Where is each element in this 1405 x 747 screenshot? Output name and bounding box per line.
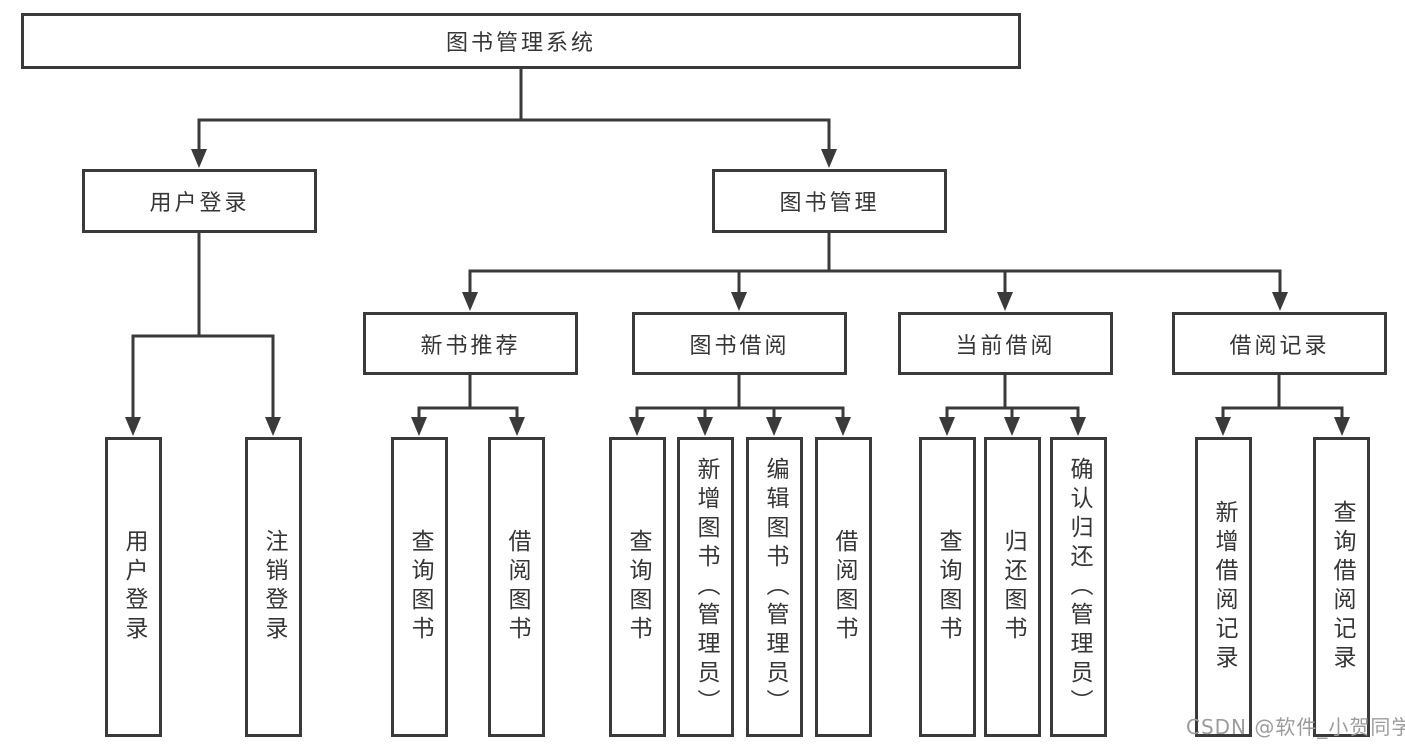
leaf-label: 归还图书 [1000, 529, 1026, 645]
leaf-cb-query-books: 查询图书 [919, 437, 976, 737]
node-root-label: 图书管理系统 [445, 31, 596, 56]
leaf-label: 新增借阅记录 [1211, 500, 1237, 674]
node-book-borrow-label: 图书借阅 [689, 333, 790, 359]
node-new-book-recommend: 新书推荐 [363, 312, 578, 375]
node-borrow-records: 借阅记录 [1172, 312, 1387, 375]
arrow-icon [462, 292, 478, 311]
connector-borrow-records [1221, 375, 1344, 420]
node-book-management: 图书管理 [712, 169, 947, 233]
arrow-icon [731, 292, 747, 311]
leaf-cb-return-books: 归还图书 [984, 437, 1041, 737]
leaf-label: 查询图书 [935, 529, 961, 645]
node-borrow-records-label: 借阅记录 [1229, 333, 1330, 359]
leaf-label: 注销登录 [261, 529, 287, 645]
arrow-icon [1272, 292, 1288, 311]
leaf-nb-borrow-books: 借阅图书 [488, 437, 545, 737]
arrow-icon [835, 417, 851, 436]
arrow-icon [265, 417, 281, 436]
connector-book-borrow [635, 375, 845, 420]
arrow-icon [1070, 417, 1086, 436]
arrow-icon [125, 417, 141, 436]
arrow-icon [939, 417, 955, 436]
node-root: 图书管理系统 [21, 13, 1021, 69]
leaf-label: 借阅图书 [831, 529, 857, 645]
connector-book-mgmt [468, 233, 1282, 294]
leaf-label: 新增图书（管理员） [693, 456, 719, 718]
leaf-label: 用户登录 [121, 529, 147, 645]
node-current-borrow: 当前借阅 [898, 312, 1113, 375]
node-book-borrow: 图书借阅 [632, 312, 847, 375]
arrow-icon [411, 417, 427, 436]
leaf-label: 确认归还（管理员） [1066, 456, 1092, 718]
leaf-bb-add-books-admin: 新增图书（管理员） [677, 437, 734, 737]
node-user-login: 用户登录 [82, 169, 317, 233]
node-current-borrow-label: 当前借阅 [955, 333, 1056, 359]
arrow-icon [1334, 417, 1350, 436]
arrow-icon [766, 417, 782, 436]
arrow-icon [509, 417, 525, 436]
leaf-user-login: 用户登录 [105, 437, 162, 737]
arrow-icon [629, 417, 645, 436]
leaf-label: 编辑图书（管理员） [762, 456, 788, 718]
arrow-icon [697, 417, 713, 436]
leaf-br-query-record: 查询借阅记录 [1313, 437, 1370, 737]
leaf-label: 借阅图书 [504, 529, 530, 645]
leaf-bb-edit-books-admin: 编辑图书（管理员） [746, 437, 803, 737]
arrow-icon [1215, 417, 1231, 436]
leaf-bb-borrow-books: 借阅图书 [815, 437, 872, 737]
leaf-bb-query-books: 查询图书 [609, 437, 666, 737]
leaf-nb-query-books: 查询图书 [391, 437, 448, 737]
csdn-watermark: CSDN @软件_小贺同学 [1186, 715, 1405, 739]
arrow-icon [1004, 417, 1020, 436]
connector-user-login [131, 233, 275, 419]
arrow-icon [997, 292, 1013, 311]
leaf-br-add-record: 新增借阅记录 [1195, 437, 1252, 737]
leaf-logout: 注销登录 [245, 437, 302, 737]
leaf-label: 查询借阅记录 [1329, 500, 1355, 674]
leaf-label: 查询图书 [625, 529, 651, 645]
arrow-icon [191, 149, 207, 168]
node-book-management-label: 图书管理 [779, 191, 880, 216]
node-user-login-label: 用户登录 [149, 191, 250, 216]
arrow-icon [821, 149, 837, 168]
connector-root [197, 69, 831, 151]
node-new-book-recommend-label: 新书推荐 [420, 333, 521, 359]
leaf-cb-confirm-return-admin: 确认归还（管理员） [1050, 437, 1107, 737]
arrowheads [125, 149, 1350, 436]
connector-current-borrow [945, 375, 1080, 420]
leaf-label: 查询图书 [407, 529, 433, 645]
connector-new-book [417, 375, 519, 420]
